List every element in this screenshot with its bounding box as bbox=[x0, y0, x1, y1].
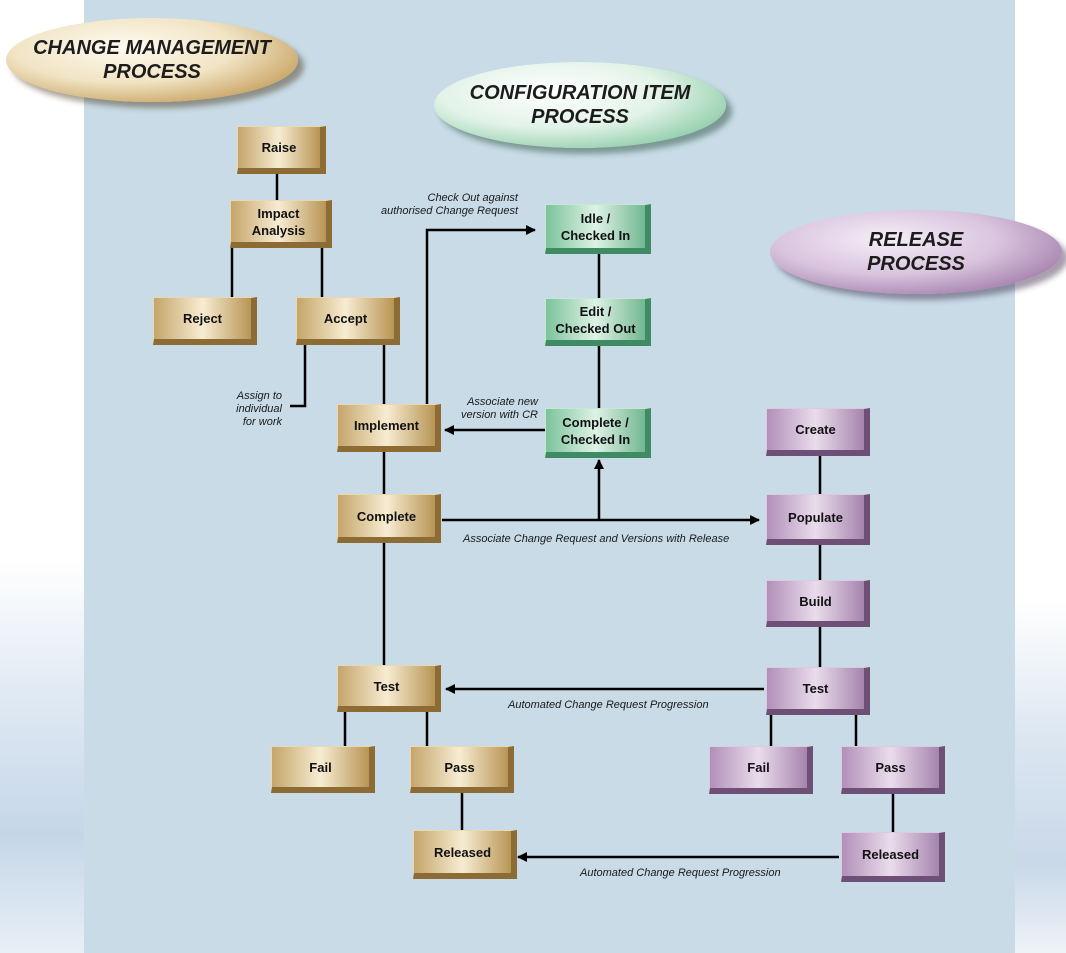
box-implement: Implement bbox=[337, 404, 441, 452]
box-accept: Accept bbox=[296, 297, 400, 345]
box-populate: Populate bbox=[766, 494, 870, 545]
box-complete-checked-in: Complete / Checked In bbox=[545, 408, 651, 458]
box-pass: Pass bbox=[410, 746, 514, 793]
box-release-pass: Pass bbox=[841, 746, 945, 794]
box-released: Released bbox=[413, 830, 517, 879]
title-change-management: CHANGE MANAGEMENT PROCESS bbox=[6, 18, 298, 102]
box-impact-analysis: Impact Analysis bbox=[230, 200, 332, 248]
note-associate-release: Associate Change Request and Versions wi… bbox=[463, 533, 730, 545]
sky-background-right bbox=[1015, 600, 1066, 953]
note-associate-version: Associate new version with CR bbox=[460, 396, 538, 421]
title-release: RELEASE PROCESS bbox=[770, 210, 1062, 294]
sky-background-left bbox=[0, 560, 90, 953]
box-idle-checked-in: Idle / Checked In bbox=[545, 204, 651, 254]
title-configuration-item: CONFIGURATION ITEM PROCESS bbox=[434, 62, 726, 148]
arrow-check-out bbox=[425, 225, 536, 404]
note-check-out: Check Out against authorised Change Requ… bbox=[381, 192, 518, 217]
note-automated-2: Automated Change Request Progression bbox=[580, 867, 781, 879]
box-release-fail: Fail bbox=[709, 746, 813, 794]
box-raise: Raise bbox=[237, 126, 326, 174]
line-accept-assign bbox=[290, 345, 307, 408]
box-test: Test bbox=[337, 665, 441, 712]
box-complete: Complete bbox=[337, 494, 441, 543]
box-edit-checked-out: Edit / Checked Out bbox=[545, 298, 651, 346]
box-release-test: Test bbox=[766, 667, 870, 715]
box-build: Build bbox=[766, 580, 870, 627]
box-reject: Reject bbox=[153, 297, 257, 345]
box-create: Create bbox=[766, 408, 870, 456]
note-automated-1: Automated Change Request Progression bbox=[508, 699, 709, 711]
box-fail: Fail bbox=[271, 746, 375, 793]
note-assign: Assign to individual for work bbox=[236, 390, 282, 428]
box-release-released: Released bbox=[841, 832, 945, 882]
